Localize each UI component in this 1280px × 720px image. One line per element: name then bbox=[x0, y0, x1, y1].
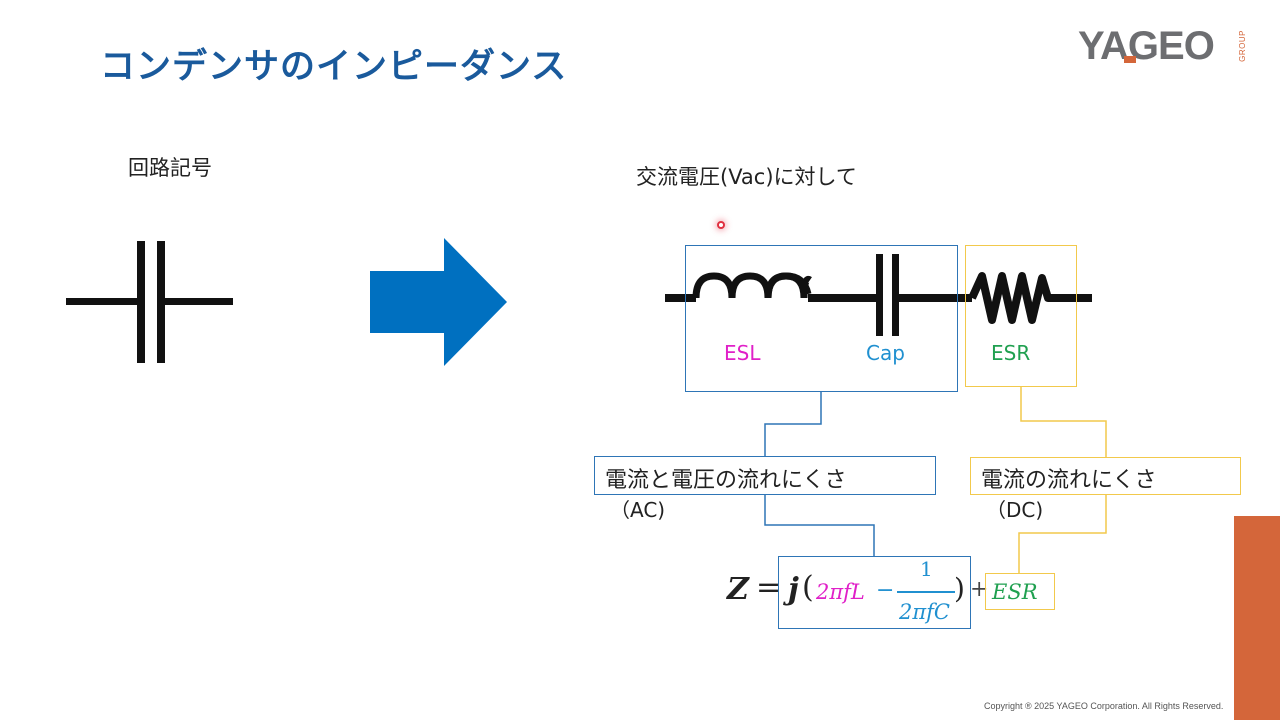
capacitor-symbol-icon bbox=[66, 241, 233, 363]
formula-numerator: 1 bbox=[920, 557, 933, 581]
connector-yellow-upper bbox=[1020, 387, 1107, 457]
formula-j: j bbox=[788, 572, 799, 607]
capacitor-icon bbox=[876, 254, 883, 336]
accent-bar bbox=[1234, 516, 1280, 720]
logo-group-text: GROUP bbox=[1238, 30, 1247, 62]
slide-title: コンデンサのインピーダンス bbox=[100, 47, 568, 87]
formula-open-paren: ( bbox=[802, 570, 814, 605]
formula-inductive-term: 2πfL bbox=[816, 580, 865, 604]
capacitor-lead-left bbox=[66, 298, 138, 305]
equivalent-circuit-diagram bbox=[665, 254, 1092, 336]
copyright-footer: Copyright ® 2025 YAGEO Corporation. All … bbox=[984, 701, 1224, 711]
formula-equals: = bbox=[756, 570, 782, 605]
ac-note-text: 電流と電圧の流れにくさ bbox=[605, 468, 847, 493]
yageo-logo: YAGEO GROUP bbox=[1078, 24, 1248, 70]
formula-plus: + bbox=[970, 577, 989, 602]
dc-note-text: 電流の流れにくさ bbox=[981, 468, 1157, 493]
right-arrow-icon bbox=[370, 238, 507, 366]
connector-blue-lower bbox=[764, 495, 875, 556]
inductor-icon bbox=[692, 272, 812, 299]
formula-esr-term: ESR bbox=[992, 580, 1038, 604]
ac-note-box bbox=[594, 456, 936, 495]
esl-cap-group-box bbox=[685, 245, 958, 392]
ac-voltage-label: 交流電圧(Vac)に対して bbox=[636, 165, 857, 189]
logo-accent-mark bbox=[1124, 56, 1136, 63]
esr-term-box bbox=[985, 573, 1055, 610]
capacitor-plate-right bbox=[157, 241, 165, 363]
logo-text: YAGEO bbox=[1078, 24, 1215, 68]
esl-label: ESL bbox=[724, 341, 761, 365]
esr-label: ESR bbox=[991, 341, 1031, 365]
circuit-symbol-label: 回路記号 bbox=[128, 156, 212, 180]
ac-note-sub: （AC) bbox=[610, 498, 666, 522]
formula-fraction-bar bbox=[897, 591, 955, 593]
connector-blue-upper bbox=[764, 392, 822, 456]
formula-close-paren: ) bbox=[954, 572, 965, 605]
cap-label: Cap bbox=[866, 341, 905, 365]
capacitor-lead-right bbox=[161, 298, 233, 305]
esr-group-box bbox=[965, 245, 1077, 387]
dc-note-box bbox=[970, 457, 1241, 495]
dc-note-sub: （DC) bbox=[986, 498, 1044, 522]
laser-pointer-indicator bbox=[717, 221, 725, 229]
reactance-term-box bbox=[778, 556, 971, 629]
capacitor-plate-left bbox=[137, 241, 145, 363]
formula-minus: − bbox=[876, 578, 895, 603]
formula-z: Z bbox=[727, 572, 749, 607]
resistor-icon bbox=[968, 272, 1092, 324]
formula-denominator: 2πfC bbox=[899, 600, 951, 624]
